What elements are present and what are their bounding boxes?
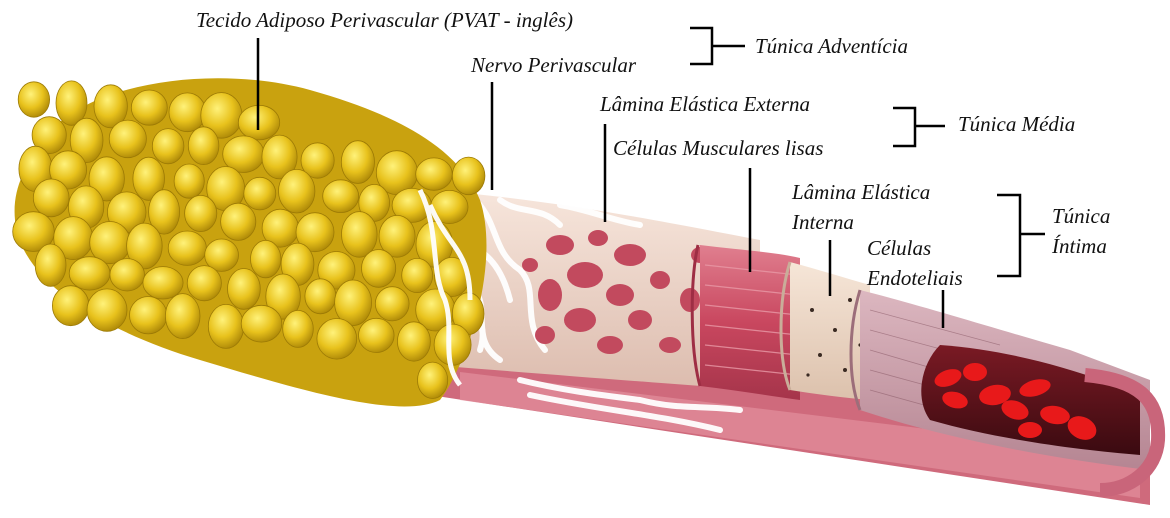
fat-cell [279, 169, 315, 213]
fat-cell [110, 259, 145, 291]
fat-cell [185, 195, 217, 231]
label-external-elastic-lamina: Lâmina Elástica Externa [600, 92, 810, 116]
fat-cell [131, 90, 167, 125]
fat-cell [69, 257, 110, 290]
fat-cell [33, 179, 69, 217]
fat-cell [241, 305, 282, 342]
fat-cell [188, 127, 219, 165]
fat-cell [143, 267, 183, 299]
fat-cell [52, 286, 89, 326]
fat-cell [168, 231, 206, 265]
fat-cell [362, 250, 396, 288]
label-internal-elastic-line1: Lâmina Elástica [792, 180, 930, 204]
label-smooth-muscle-cells: Células Musculares lisas [613, 136, 823, 160]
fat-cell [244, 177, 276, 210]
fat-cell [323, 180, 359, 213]
fat-cell [434, 324, 471, 365]
fat-cell [187, 266, 221, 301]
fat-cell [152, 129, 184, 164]
fat-cell [359, 318, 395, 352]
fat-cell [169, 93, 206, 132]
fat-cell [283, 310, 314, 347]
fat-cell [251, 240, 281, 277]
fat-cell [165, 294, 200, 339]
fat-cell [109, 120, 146, 158]
fat-cell [208, 304, 243, 348]
label-tunica-intima-line2: Íntima [1052, 234, 1107, 258]
label-perivascular-nerve: Nervo Perivascular [471, 53, 636, 77]
fat-cell [402, 258, 433, 292]
label-endothelial-line1: Células [867, 236, 931, 260]
fat-cell [317, 319, 357, 360]
fat-cell [221, 203, 256, 240]
fat-cell [87, 289, 127, 331]
fat-cell [375, 287, 409, 321]
fat-cell [341, 141, 374, 184]
fat-cell [130, 297, 167, 334]
fat-cell [228, 269, 261, 310]
fat-cell [35, 244, 66, 286]
fat-cell [452, 157, 485, 195]
smooth-muscle-layer [692, 245, 800, 400]
fat-cell [416, 158, 453, 190]
fat-cell [174, 164, 204, 198]
label-pvat: Tecido Adiposo Perivascular (PVAT - ingl… [196, 8, 573, 32]
fat-cell [397, 322, 430, 361]
label-internal-elastic-line2: Interna [792, 210, 854, 234]
fat-cell [418, 362, 448, 398]
internal-elastic-lamina [781, 262, 870, 400]
fat-cell [18, 82, 49, 117]
label-endothelial-line2: Endoteliais [867, 266, 963, 290]
pvat-fat-tissue [13, 78, 487, 406]
fat-cell [305, 279, 336, 314]
fat-cell [342, 212, 378, 258]
label-tunica-adventitia: Túnica Adventícia [755, 34, 908, 58]
label-tunica-media: Túnica Média [958, 112, 1075, 136]
label-tunica-intima-line1: Túnica [1052, 204, 1110, 228]
